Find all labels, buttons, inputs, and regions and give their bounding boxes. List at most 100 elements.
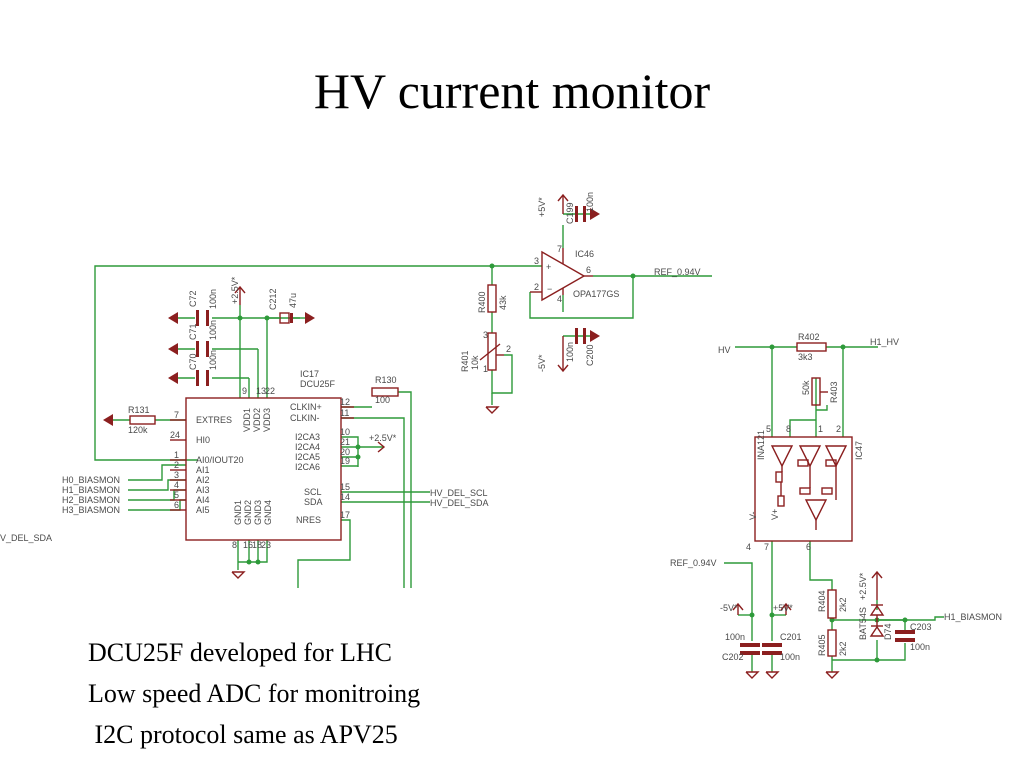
dcu-pin-i2ca5: I2CA5 (295, 452, 320, 462)
c200-value: 100n (565, 342, 575, 362)
r130-resistor: R130 100 +2.5V* HV_DEL_SCL HV_DEL_SDA (369, 375, 489, 508)
ina-pin: 5 (766, 424, 771, 434)
dcu-pin-i2ca4: I2CA4 (295, 442, 320, 452)
ina121-chip: INA121 IC47 V- V+ 5 8 1 2 4 7 6 (746, 424, 864, 552)
dcu-pin-ai0: AI0/IOUT20 (196, 455, 244, 465)
biasmon-h3: H3_BIASMON (62, 505, 120, 515)
dcu-pin-num: 17 (340, 510, 350, 520)
dcu-pin-vdd1: VDD1 (242, 408, 252, 432)
dcu-pin-ai4: AI4 (196, 495, 210, 505)
wires (94, 213, 944, 672)
dcu-pin-num: 16 (243, 540, 253, 550)
opamp-pin-out: 6 (586, 265, 591, 275)
ina-pin: 2 (836, 424, 841, 434)
dcu-pin-num: 2 (174, 460, 179, 470)
dcu-pin-ai2: AI2 (196, 475, 210, 485)
c212-label: C212 (268, 288, 278, 310)
c199-label: C199 (565, 202, 575, 224)
ina-decoupling: 100n C202 C201 100n -5V* +5V* (720, 602, 802, 679)
dcu-chip-value: DCU25F (300, 379, 336, 389)
bullet-item: DCU25F developed for LHC (88, 638, 393, 667)
dcu-pin-ai3: AI3 (196, 485, 210, 495)
c71-label: C71 (188, 323, 198, 340)
dcu-pin-num: 10 (340, 427, 350, 437)
r131-value: 120k (128, 425, 148, 435)
dcu-pin-num: 20 (340, 447, 350, 457)
biasmon-h0: H0_BIASMON (62, 475, 120, 485)
r400-r401-divider: R400 43k R401 10k 3 1 2 (460, 284, 511, 414)
slide-title: HV current monitor (313, 63, 711, 119)
dcu-pin-num: 14 (340, 492, 350, 502)
biasmon-h1: H1_BIASMON (62, 485, 120, 495)
dcu-pin-num: 7 (174, 410, 179, 420)
c72-label: C72 (188, 290, 198, 307)
dcu-pin-gnd4: GND4 (263, 500, 273, 525)
opamp-pin-vp: 7 (557, 244, 562, 254)
dcu-pin-scl: SCL (304, 487, 322, 497)
ina-pin: 8 (786, 424, 791, 434)
bullet-item: Low speed ADC for monitroing (88, 679, 421, 708)
ina-vm: V- (748, 511, 758, 520)
r401-pin: 3 (483, 330, 488, 340)
dcu-pin-vdd3: VDD3 (262, 408, 272, 432)
dcu-pin-nres: NRES (296, 515, 321, 525)
c202-value: 100n (725, 632, 745, 642)
hv-label: HV (718, 345, 731, 355)
dcu-pin-num: 15 (340, 482, 350, 492)
dcu-pin-clkin-plus: CLKIN+ (290, 402, 322, 412)
r405-label: R405 (817, 634, 827, 656)
ina-pin: 6 (806, 542, 811, 552)
dcu-chip-name: IC17 (300, 369, 319, 379)
hv-input-network: R402 3k3 HV H1_HV 50k R403 REF_0.94V (670, 332, 899, 568)
dcu-pin-gnd2: GND2 (243, 500, 253, 525)
c70-label: C70 (188, 353, 198, 370)
dcu-pin-num: 12 (340, 397, 350, 407)
dcu-pin-gnd1: GND1 (233, 500, 243, 525)
biasmon-h2: H2_BIASMON (62, 495, 120, 505)
hv-del-sda-label: HV_DEL_SDA (430, 498, 489, 508)
d74-label: D74 (883, 623, 893, 640)
opamp-pos5-label: +5V* (537, 197, 547, 217)
r404-value: 2k2 (838, 597, 848, 612)
c202-label: C202 (722, 652, 744, 662)
bullet-item: I2C protocol same as APV25 (88, 720, 398, 749)
dcu-pin-num: 1 (174, 450, 179, 460)
c201-value: 100n (780, 652, 800, 662)
dcu-pin-num: 11 (340, 408, 349, 418)
opamp-pin-inminus: 2 (534, 282, 539, 292)
dcu-pin-num: 5 (174, 490, 179, 500)
r131-label: R131 (128, 405, 150, 415)
dcu-pin-gnd3: GND3 (253, 500, 263, 525)
c71-value: 100n (208, 320, 218, 340)
r400-label: R400 (477, 291, 487, 313)
h1-biasmon-label: H1_BIASMON (944, 612, 1002, 622)
c212-value: 47u (288, 293, 298, 308)
hv-del-scl-label: HV_DEL_SCL (430, 488, 488, 498)
dcu-pin-num: 21 (340, 437, 350, 447)
v-del-sda-left-label: V_DEL_SDA (0, 533, 52, 543)
r401-label: R401 (460, 350, 470, 372)
dcu-ground-symbol (231, 571, 246, 579)
biasmon-output-network: R404 2k2 R405 2k2 +2.5V* BAT54S D74 C203… (817, 570, 1002, 679)
c201-label: C201 (780, 632, 802, 642)
dcu-pin-num: 19 (340, 456, 350, 466)
dcu-pin-num: 23 (261, 540, 271, 550)
ina-pos5-label: +5V* (773, 603, 793, 613)
r401-pin: 2 (506, 344, 511, 354)
i2c-supply-label: +2.5V* (369, 433, 397, 443)
dcu-pin-extres: EXTRES (196, 415, 232, 425)
dcu-pin-num: 8 (232, 540, 237, 550)
r402-value: 3k3 (798, 352, 813, 362)
dcu-pin-num: 3 (174, 470, 179, 480)
dcu25f-chip: EXTRES HI0 AI0/IOUT20 AI1 AI2 AI3 AI4 AI… (170, 369, 354, 550)
opamp-neg5-label: -5V* (537, 354, 547, 372)
svg-text:−: − (547, 284, 552, 294)
dcu-pin-i2ca3: I2CA3 (295, 432, 320, 442)
r131-resistor: R131 120k (103, 405, 156, 435)
dcu-pin-sda: SDA (304, 497, 323, 507)
ref-out-label: REF_0.94V (654, 267, 701, 277)
opamp-pin-vn: 4 (557, 294, 562, 304)
r403-value: 50k (801, 380, 811, 395)
svg-text:+: + (546, 262, 551, 272)
dcu-pin-ai1: AI1 (196, 465, 210, 475)
